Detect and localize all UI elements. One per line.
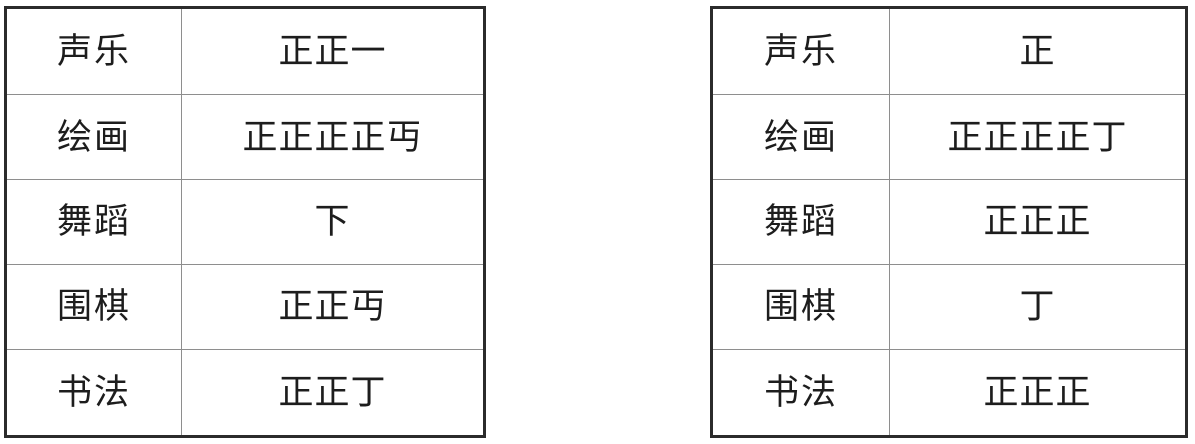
table-row: 围棋 丁 [711,263,1187,350]
tally-marks-cell: 正 [889,7,1187,96]
activity-label: 书法 [56,372,131,412]
tally-marks-cell: 正正一 [181,7,485,96]
table-row: 书法 正正丁 [5,348,485,437]
right-tally-table: 声乐 正 绘画 正正正正丁 舞蹈 正正正 [710,6,1188,438]
activity-label: 声乐 [56,32,131,72]
table-row: 舞蹈 下 [5,179,485,265]
tally-marks-cell: 正正正 [889,348,1187,437]
tally-marks-cell: 下 [181,179,485,265]
activity-label-cell: 书法 [5,348,182,437]
activity-label: 围棋 [56,287,131,327]
table-row: 书法 正正正 [711,348,1187,437]
activity-label-cell: 声乐 [5,7,182,96]
tally-marks: 丁 [1019,287,1056,327]
left-tally-table: 声乐 正正一 绘画 正正正正丏 舞蹈 下 [4,6,486,438]
tally-marks: 正正丏 [278,287,387,327]
tally-marks: 正正正 [983,202,1092,242]
tally-marks: 正正丁 [278,372,387,412]
left-tally-table-body: 声乐 正正一 绘画 正正正正丏 舞蹈 下 [5,7,485,437]
activity-label-cell: 书法 [711,348,890,437]
tally-marks: 正正正 [983,372,1092,412]
activity-label-cell: 围棋 [5,263,182,350]
activity-label-cell: 绘画 [711,94,890,181]
activity-label-cell: 围棋 [711,263,890,350]
right-tally-table-body: 声乐 正 绘画 正正正正丁 舞蹈 正正正 [711,7,1187,437]
activity-label: 绘画 [763,117,838,157]
table-row: 声乐 正正一 [5,7,485,96]
activity-label: 舞蹈 [56,202,131,242]
activity-label: 绘画 [56,117,131,157]
table-row: 绘画 正正正正丏 [5,94,485,181]
tally-marks: 正正正正丏 [242,117,423,157]
activity-label-cell: 绘画 [5,94,182,181]
activity-label: 书法 [763,372,838,412]
tally-marks-cell: 丁 [889,263,1187,350]
tally-marks: 下 [314,202,351,242]
activity-label: 声乐 [763,32,838,72]
tally-marks-cell: 正正丁 [181,348,485,437]
activity-label: 围棋 [763,287,838,327]
tally-marks: 正正一 [278,32,387,72]
tally-marks: 正 [1019,32,1056,72]
tally-marks-cell: 正正正正丁 [889,94,1187,181]
table-row: 舞蹈 正正正 [711,179,1187,265]
tally-marks-cell: 正正丏 [181,263,485,350]
table-row: 绘画 正正正正丁 [711,94,1187,181]
activity-label: 舞蹈 [763,202,838,242]
table-row: 声乐 正 [711,7,1187,96]
table-row: 围棋 正正丏 [5,263,485,350]
activity-label-cell: 舞蹈 [711,179,890,265]
tally-marks-cell: 正正正 [889,179,1187,265]
activity-label-cell: 声乐 [711,7,890,96]
tally-marks-cell: 正正正正丏 [181,94,485,181]
activity-label-cell: 舞蹈 [5,179,182,265]
tally-marks: 正正正正丁 [947,117,1128,157]
